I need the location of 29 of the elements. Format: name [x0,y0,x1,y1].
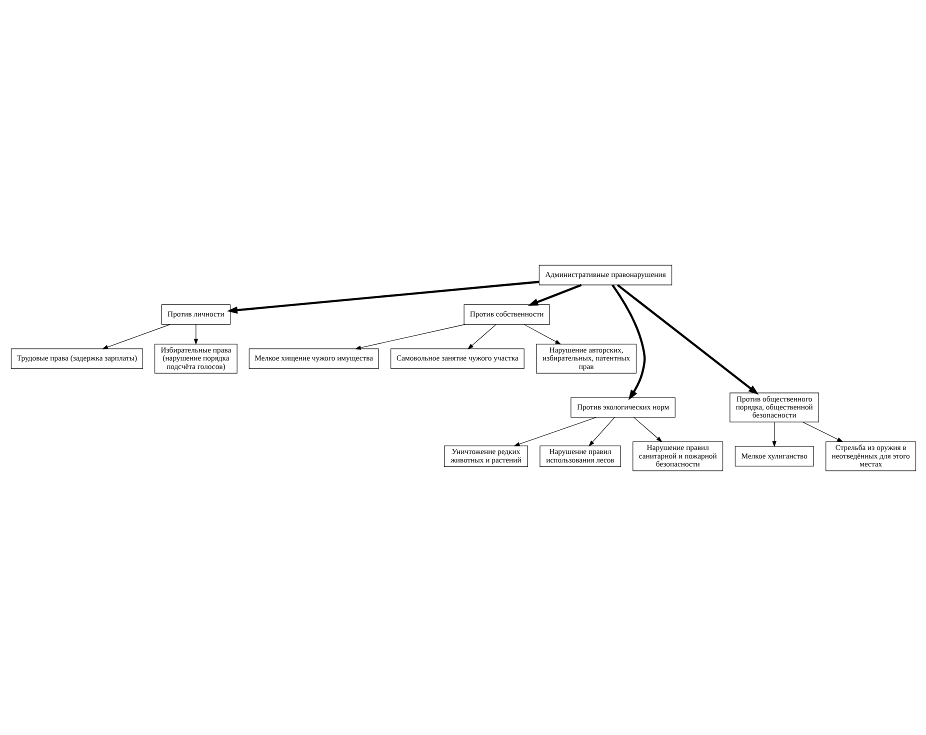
node-box: Избирательные права (нарушение порядка подсчёта голосов) [154,343,237,373]
arrow [354,324,465,350]
arrow [588,416,614,446]
arrow [193,324,198,344]
arrow [523,324,561,344]
arrow [527,283,582,306]
node-box: Нарушение авторских, избирательных, патентных прав [536,343,636,373]
node-box: Самовольное занятие чужого участка [390,348,524,368]
arrow [101,324,170,349]
node-box: Нарушение правил использования лесов [539,445,620,466]
node-box: Трудовые права (задержка зарплаты) [10,348,143,368]
node-box: Уничтожение редких животных и растений [444,445,528,466]
node-box: Административные правонарушения [538,264,672,285]
arrow [633,416,662,442]
arrow [226,280,539,314]
arrow [802,421,843,442]
node-box: Против собственности [463,304,550,324]
node-box: Нарушение правил санитарной и пожарной безопасности [632,440,723,471]
node-box: Против экологических норм [570,396,675,418]
arrow [467,324,496,349]
arrow [772,421,776,447]
node-box: Мелкое хищение чужого имущества [248,348,378,368]
arrow [616,284,758,394]
node-box: Против общественного порядка, общественной безопасности [729,392,819,422]
arrow [611,284,646,400]
arrow [513,416,596,446]
node-box: Против личности [160,304,230,324]
node-box: Мелкое хулиганство [734,446,814,466]
node-box: Стрельба из оружия в неотведённых для этого местах [825,440,916,471]
